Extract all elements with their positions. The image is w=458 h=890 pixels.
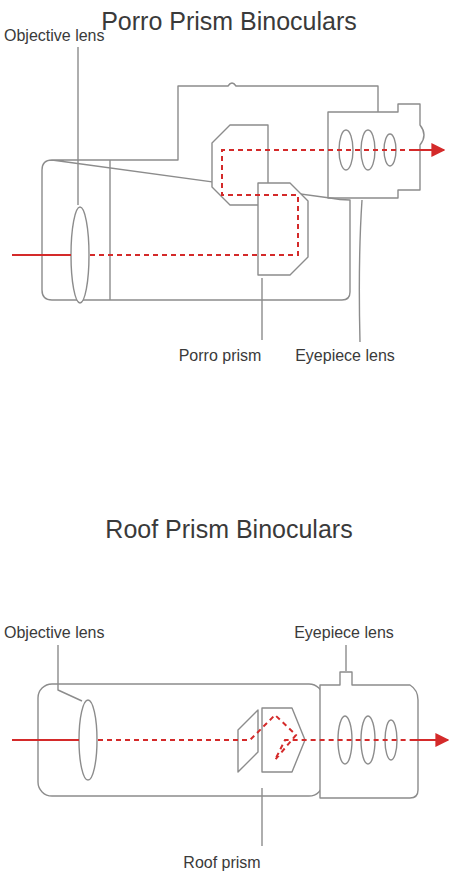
leader-line (261, 278, 262, 340)
leader-line (58, 645, 82, 701)
leader-line (77, 47, 78, 205)
part-label: Eyepiece lens (295, 347, 395, 365)
diagram-heading: Roof Prism Binoculars (105, 516, 352, 544)
roof-objective-lens (79, 700, 97, 780)
part-label: Objective lens (4, 624, 105, 642)
light-ray-out (414, 739, 448, 741)
part-label: Roof prism (183, 854, 260, 872)
light-ray-path (90, 150, 412, 255)
leader-line (261, 788, 262, 846)
diagram-heading: Porro Prism Binoculars (101, 8, 357, 36)
light-ray-in (12, 739, 79, 741)
light-ray-path (98, 715, 414, 760)
light-ray-out (412, 149, 444, 151)
leader-line (345, 645, 346, 671)
part-label: Objective lens (4, 27, 105, 45)
leader-line (359, 200, 362, 342)
roof-eyepiece-housing (320, 672, 418, 798)
porro-objective-cell (109, 160, 110, 300)
roof-prism-a (238, 710, 258, 772)
light-ray-in (12, 254, 71, 256)
porro-prism-lower (258, 183, 308, 275)
porro-objective-lens (71, 207, 89, 303)
part-label: Porro prism (179, 347, 262, 365)
part-label: Eyepiece lens (294, 624, 394, 642)
roof-prism-b (262, 708, 305, 772)
